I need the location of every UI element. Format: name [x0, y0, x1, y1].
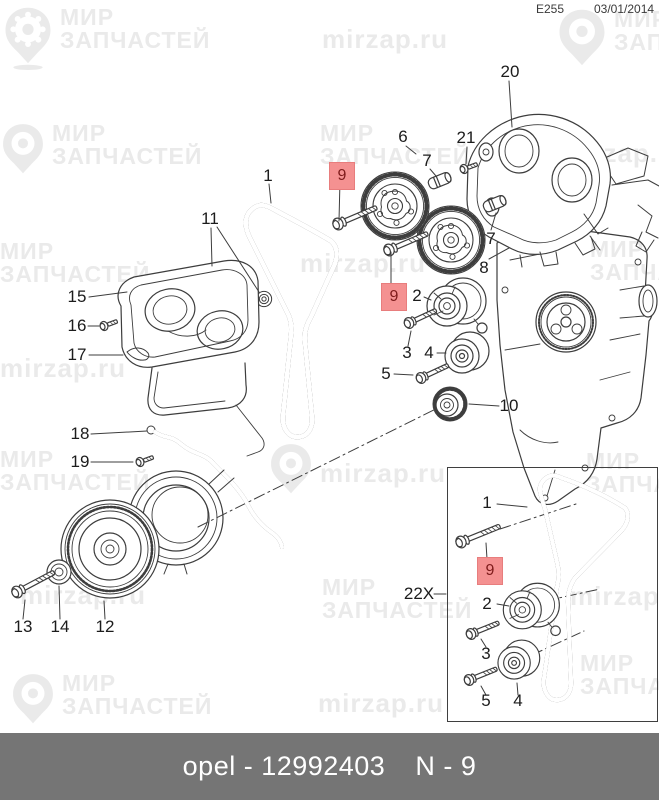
belt-tensioner-drawing — [426, 277, 488, 334]
inset-callout-5: 5 — [481, 691, 491, 710]
bolt-13-drawing — [9, 566, 58, 601]
cover-seal-strip-drawing — [126, 347, 150, 361]
callout-8: 8 — [479, 258, 489, 277]
brand-pin-gear-icon — [5, 7, 51, 70]
watermark-tile: mirzap.ru — [570, 581, 659, 611]
inset-callout-2: 2 — [482, 594, 492, 613]
water-pump-pulley-drawing — [535, 291, 597, 353]
drawing-date: 03/01/2014 — [594, 2, 655, 16]
engine-mount-fragment-drawing — [599, 147, 659, 253]
watermark-tile: mirzap.ru — [300, 248, 427, 278]
engine-block-drawing — [496, 227, 658, 506]
inset-callout-1: 1 — [482, 493, 492, 512]
timing-belt-drawing — [246, 202, 337, 437]
callout-20: 20 — [500, 62, 520, 81]
dowel-pin-7a-drawing — [426, 170, 454, 191]
watermark-tile: mirzap.ru — [0, 353, 127, 383]
callout-16: 16 — [67, 316, 87, 335]
gasket-drawing — [146, 425, 284, 549]
brand-pin-gear-icon — [271, 444, 311, 494]
watermark-text: МИР — [60, 4, 115, 30]
crank-sprocket-drawing — [432, 386, 468, 422]
highlight-badge-9a[interactable]: 9 — [329, 162, 355, 190]
callout-6: 6 — [398, 127, 408, 146]
upper-timing-cover-drawing — [117, 259, 260, 368]
cam-phaser-intake-drawing — [359, 170, 431, 242]
callout-18: 18 — [70, 424, 90, 443]
callout-10: 10 — [499, 396, 519, 415]
callout-21: 21 — [456, 128, 476, 147]
lower-timing-cover-drawing — [147, 362, 265, 457]
part-ref-text: N - 9 — [415, 751, 477, 781]
callout-11: 11 — [201, 209, 219, 228]
watermark-tile: mirzap.ru — [268, 442, 446, 500]
inset-belt-drawing — [540, 476, 628, 700]
inset-multiplier-label: 22X — [403, 584, 435, 603]
callout-13: 13 — [13, 617, 33, 636]
callout-15: 15 — [67, 287, 87, 306]
part-number-bar: opel - 12992403 N - 9 — [0, 733, 659, 800]
highlight-badge-9-inset[interactable]: 9 — [477, 557, 503, 585]
callout-3: 3 — [402, 343, 412, 362]
callout-19: 19 — [70, 452, 90, 471]
brand-pin-gear-icon — [559, 9, 605, 66]
inset-kit-drawing — [453, 476, 628, 700]
callout-12: 12 — [95, 617, 115, 636]
callout-2: 2 — [412, 286, 422, 305]
watermark-tile: mirzap.ru — [318, 688, 445, 718]
bolt-19-drawing — [134, 452, 156, 469]
bolt-5-drawing — [413, 359, 452, 386]
callout-17: 17 — [67, 345, 87, 364]
callout-4: 4 — [424, 343, 434, 362]
bolt-16-drawing — [98, 316, 120, 333]
callout-14: 14 — [50, 617, 70, 636]
callout-1: 1 — [263, 166, 273, 185]
callout-7b: 7 — [486, 229, 496, 248]
inset-callout-4: 4 — [513, 691, 523, 710]
callout-7a: 7 — [422, 151, 432, 170]
inset-box — [447, 467, 658, 722]
inset-callout-3: 3 — [481, 644, 491, 663]
drawing-code: E255 — [536, 2, 565, 16]
callout-5: 5 — [381, 364, 391, 383]
brand-pin-gear-icon — [13, 674, 53, 724]
highlight-badge-9b[interactable]: 9 — [381, 283, 407, 311]
idler-pulley-drawing — [444, 331, 490, 374]
watermark-tile: mirzap.ru — [322, 24, 449, 54]
crank-pulley-drawing — [60, 499, 160, 599]
brand-pin-gear-icon — [3, 124, 43, 174]
part-number-text: opel - 12992403 — [182, 751, 386, 781]
thermostat-stub-drawing — [619, 284, 658, 319]
